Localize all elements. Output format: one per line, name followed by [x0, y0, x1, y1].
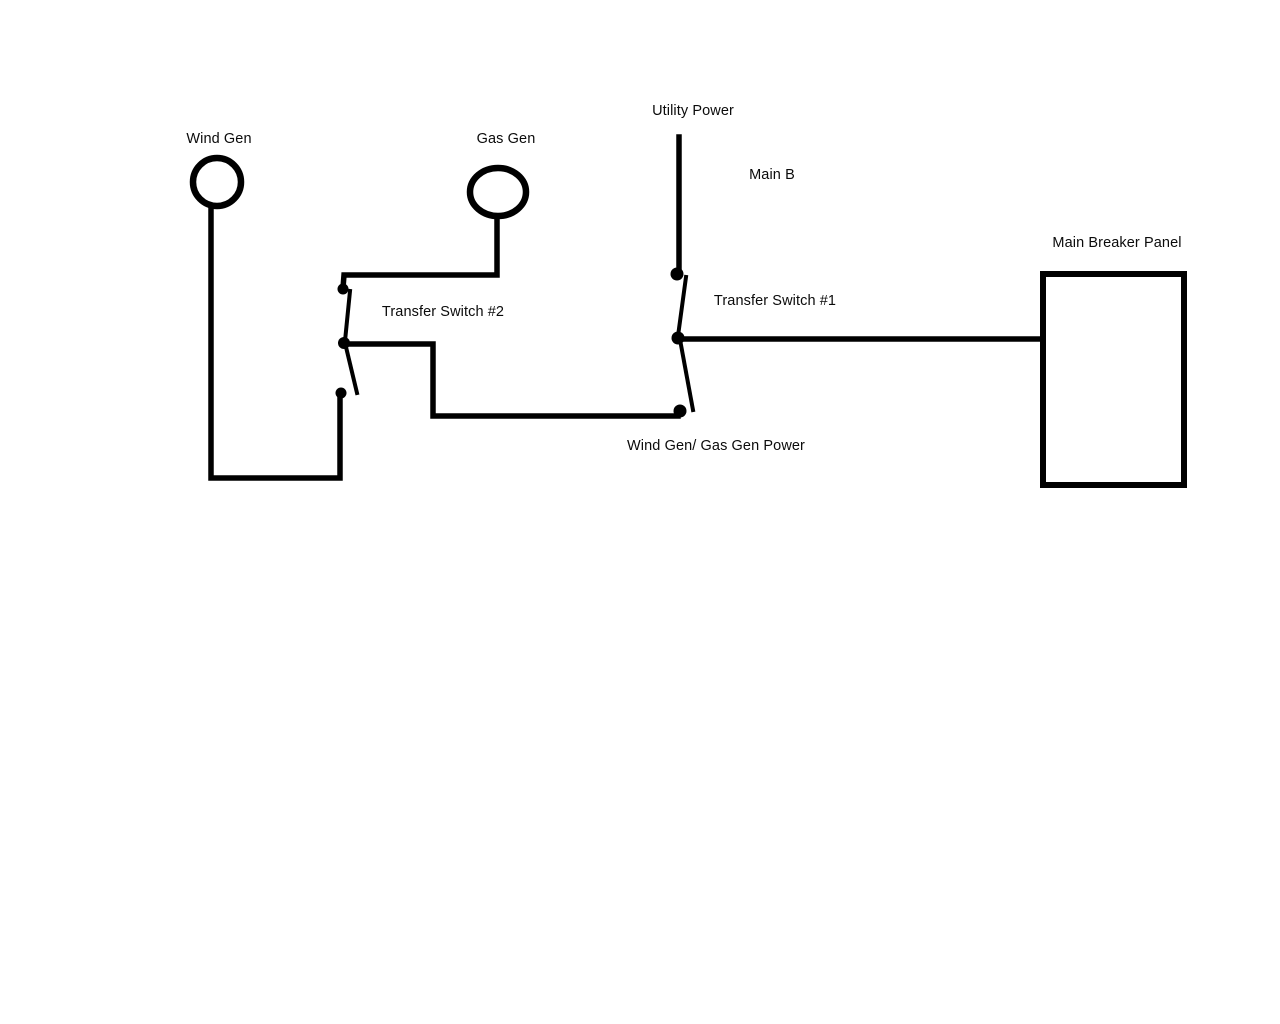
transfer-switch-1-label: Transfer Switch #1: [713, 293, 837, 309]
gas-gen-label: Gas Gen: [476, 131, 536, 147]
transfer-switch-2-label: Transfer Switch #2: [381, 304, 505, 320]
wind-gen-label: Wind Gen: [186, 131, 252, 147]
transfer-switch-2-blade-upper: [342, 288, 353, 344]
gas-gen-wire: [340, 214, 500, 291]
wind-gen-gas-gen-power-label: Wind Gen/ Gas Gen Power: [627, 438, 805, 454]
transfer-switch-1-upper-contact-dot: [670, 267, 684, 281]
main-breaker-panel-box: [1040, 271, 1187, 488]
wind-gen-symbol: [189, 154, 245, 210]
transfer-switch-1-lower-contact-dot: [673, 404, 687, 418]
wind-gen-wire: [208, 204, 343, 481]
transfer-switch-2-output-wire: [344, 341, 681, 419]
transfer-switch-1-blade-lower: [678, 342, 696, 413]
transfer-switch-2-upper-contact-dot: [337, 283, 349, 295]
transfer-switch-1-blade-upper: [675, 274, 689, 339]
main-breaker-panel-label: Main Breaker Panel: [1052, 235, 1182, 251]
gas-gen-symbol: [466, 164, 530, 220]
utility-power-label: Utility Power: [652, 103, 734, 119]
transfer-switch-2-blade-lower: [343, 344, 360, 396]
transfer-switch-2-lower-contact-dot: [335, 387, 347, 399]
main-b-label: Main B: [749, 167, 795, 183]
